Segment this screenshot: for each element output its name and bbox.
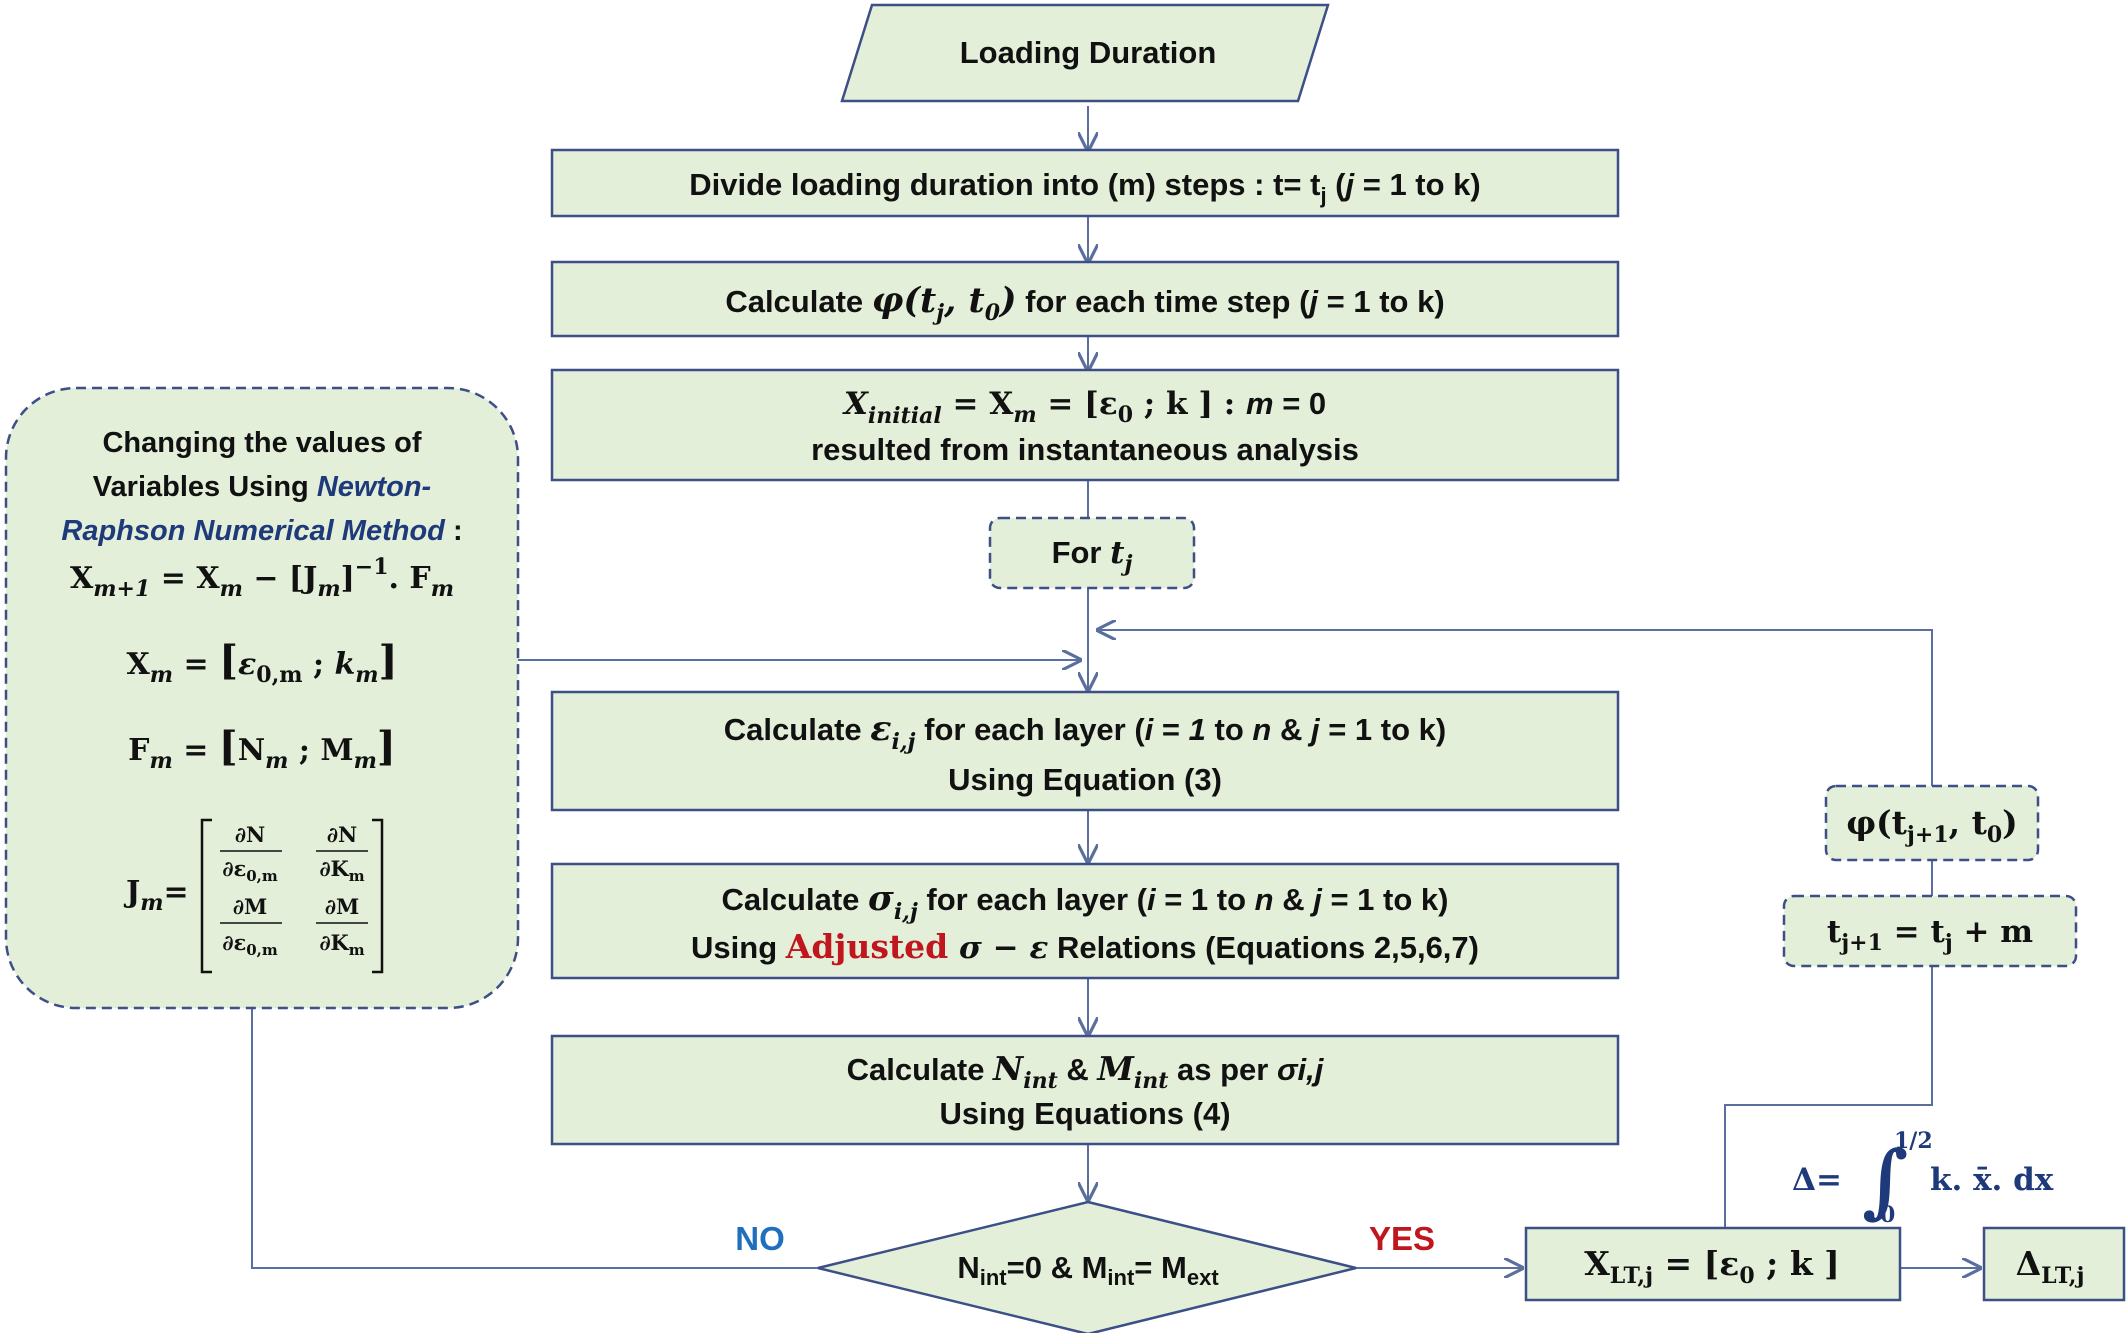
svg-text:∂M: ∂M xyxy=(233,894,267,919)
step6-line2: Using Equations (4) xyxy=(939,1096,1230,1131)
panel-line2: Variables Using Newton- xyxy=(93,471,431,503)
step3-box xyxy=(550,368,1620,482)
result-node: XLT,j = [ε0 ; k ] xyxy=(1524,1226,1902,1302)
step4-line2: Using Equation (3) xyxy=(948,762,1222,797)
step1-box xyxy=(550,148,1620,218)
final-text: ΔLT,j xyxy=(2016,1244,2085,1289)
adjusted-label: Adjusted xyxy=(785,927,949,966)
result-text: XLT,j = [ε0 ; k ] xyxy=(1584,1244,1840,1289)
jacobian-cell-21: ∂M ∂ε0,m xyxy=(220,894,282,959)
jacobian-cell-11: ∂N ∂ε0,m xyxy=(220,822,282,885)
decision-diamond xyxy=(817,1200,1357,1333)
jacobian-lhs: Jm= xyxy=(123,875,189,916)
step-divide-duration: Divide loading duration into (m) steps :… xyxy=(550,148,1620,218)
svg-text:∂ε0,m: ∂ε0,m xyxy=(222,930,278,959)
newton-raphson-panel: Changing the values of Variables Using N… xyxy=(4,386,520,1010)
yes-label: YES xyxy=(1369,1220,1435,1257)
phi-next-node: φ(tj+1, t0) xyxy=(1824,784,2040,862)
integral-formula: Δ= ∫ 1/2 0 k. x̄. dx xyxy=(1792,1128,2054,1228)
panel-eq1: Xm+1 = Xm − [Jm]−1. Fm xyxy=(70,554,454,602)
start-parallelogram xyxy=(840,3,1330,103)
connector-no-loop xyxy=(251,1008,818,1269)
panel-eq3: Fm = [Nm ; Mm] xyxy=(128,723,396,774)
svg-text:∂Km: ∂Km xyxy=(319,930,364,959)
integral-body: k. x̄. dx xyxy=(1930,1162,2054,1198)
for-box xyxy=(988,516,1196,590)
step-calc-stress: Calculate σi,j for each layer (i = 1 to … xyxy=(550,862,1620,980)
no-label: NO xyxy=(735,1220,785,1257)
for-loop-node: For tj xyxy=(988,516,1196,590)
t-next-box xyxy=(1782,894,2078,968)
svg-text:∂N: ∂N xyxy=(327,822,357,847)
decision-node: Nint=0 & Mint= Mext xyxy=(817,1200,1357,1333)
step-initial-values: Xinitial = Xm = [ε0 ; k ] : m = 0 result… xyxy=(550,368,1620,482)
step5-box xyxy=(550,862,1620,980)
step-calc-strain: Calculate εi,j for each layer (i = 1 to … xyxy=(550,690,1620,812)
svg-text:∂N: ∂N xyxy=(235,822,265,847)
step3-line2: resulted from instantaneous analysis xyxy=(811,432,1359,467)
step1-text: Divide loading duration into (m) steps :… xyxy=(689,167,1481,208)
final-box xyxy=(1982,1226,2126,1302)
jacobian-right-bracket xyxy=(372,818,384,974)
step6-line1: Calculate Nint & Mint as per σi,j xyxy=(847,1049,1325,1094)
step5-line2: Using Adjusted σ − ε Relations (Equation… xyxy=(691,927,1479,966)
step6-box xyxy=(550,1034,1620,1146)
decision-text: Nint=0 & Mint= Mext xyxy=(957,1250,1219,1290)
step2-text: Calculate φ(tj, t0) for each time step (… xyxy=(725,280,1444,326)
step4-line1: Calculate εi,j for each layer (i = 1 to … xyxy=(724,708,1446,755)
panel-box xyxy=(4,386,520,1010)
panel-eq2: Xm = [ε0,m ; km] xyxy=(126,637,397,688)
phi-next-text: φ(tj+1, t0) xyxy=(1846,803,2018,848)
jacobian-cell-22: ∂M ∂Km xyxy=(316,894,368,959)
svg-text:∂M: ∂M xyxy=(325,894,359,919)
integral-lower: 0 xyxy=(1880,1202,1895,1228)
final-node: ΔLT,j xyxy=(1982,1226,2126,1302)
jacobian-left-bracket xyxy=(200,818,212,974)
result-box xyxy=(1524,1226,1902,1302)
svg-text:∂ε0,m: ∂ε0,m xyxy=(222,856,278,885)
integral-lhs: Δ= xyxy=(1792,1162,1842,1198)
step4-box xyxy=(550,690,1620,812)
phi-next-box xyxy=(1824,784,2040,862)
panel-line1: Changing the values of xyxy=(102,427,421,459)
step-calc-forces: Calculate Nint & Mint as per σi,j Using … xyxy=(550,1034,1620,1146)
panel-line3: Raphson Numerical Method : xyxy=(61,515,462,547)
step2-box xyxy=(550,260,1620,338)
jacobian-matrix: Jm= ∂N ∂ε0,m ∂N ∂Km ∂M ∂ε0,m ∂M ∂Km xyxy=(123,818,384,974)
step5-line1: Calculate σi,j for each layer (i = 1 to … xyxy=(722,878,1449,925)
t-next-text: tj+1 = tj + m xyxy=(1827,914,2033,956)
t-next-node: tj+1 = tj + m xyxy=(1782,894,2078,968)
integral-upper: 1/2 xyxy=(1894,1128,1933,1154)
start-node: Loading Duration xyxy=(840,3,1330,103)
step3-line1: Xinitial = Xm = [ε0 ; k ] : m = 0 xyxy=(842,386,1326,429)
for-label: For tj xyxy=(1052,535,1133,577)
jacobian-cell-12: ∂N ∂Km xyxy=(316,822,368,885)
svg-text:∂Km: ∂Km xyxy=(319,856,364,885)
step-calc-phi: Calculate φ(tj, t0) for each time step (… xyxy=(550,260,1620,338)
connector-feedback-loop xyxy=(1098,630,1933,1228)
start-label: Loading Duration xyxy=(960,35,1217,70)
integral-sign: ∫ xyxy=(1862,1133,1908,1227)
connectors xyxy=(251,106,1980,1269)
